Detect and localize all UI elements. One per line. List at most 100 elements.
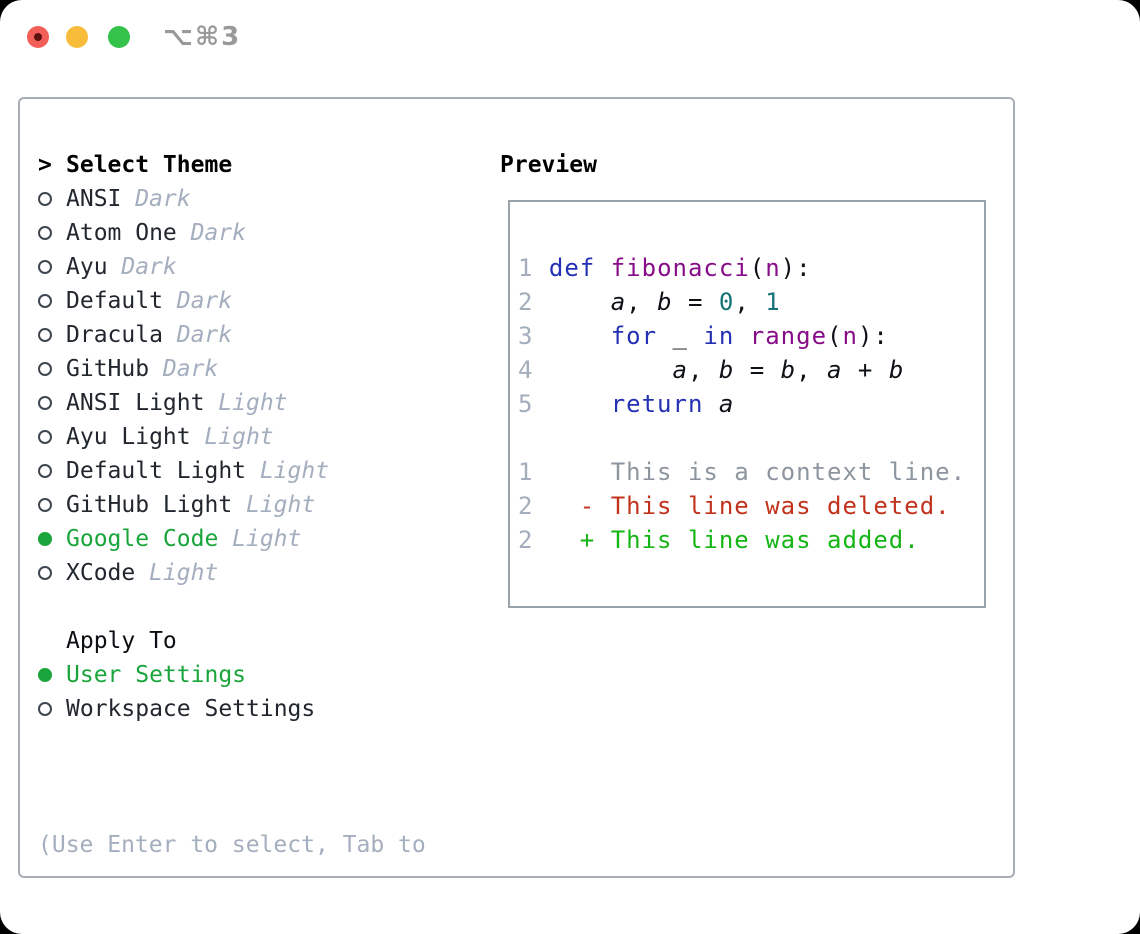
theme-name: Dracula	[66, 322, 163, 348]
select-theme-heading: Select Theme	[66, 152, 233, 178]
code-token	[549, 390, 611, 418]
code-token: b	[657, 288, 673, 316]
theme-variant-tag: Dark	[176, 288, 233, 314]
theme-name: Ayu Light	[66, 424, 191, 450]
diff-line: 2 + This line was added.	[518, 523, 984, 557]
code-token: b	[780, 356, 797, 384]
line-number: 1	[518, 458, 549, 486]
spacer	[38, 726, 426, 760]
code-token: n	[842, 322, 858, 350]
code-token: n	[765, 254, 781, 282]
theme-option[interactable]: Atom One Dark	[38, 216, 426, 250]
code-token	[549, 288, 611, 316]
radio-icon	[38, 362, 52, 376]
apply-to-heading: Apply To	[66, 628, 177, 654]
code-token: (	[827, 322, 843, 350]
theme-name: XCode	[66, 560, 136, 586]
radio-gutter	[38, 658, 66, 692]
radio-selected-icon	[38, 668, 52, 682]
radio-gutter	[38, 216, 66, 250]
code-token: +	[842, 356, 889, 384]
titlebar: ⌥⌘3	[0, 0, 1140, 72]
code-token: a	[672, 356, 688, 384]
radio-gutter	[38, 352, 66, 386]
preview-heading: Preview	[500, 152, 597, 178]
code-token: a	[718, 390, 735, 418]
theme-variant-tag: Dark	[190, 220, 246, 246]
code-token: return	[610, 390, 704, 418]
help-text: (Use Enter to select, Tab to change focu…	[38, 760, 426, 934]
line-number: 2	[518, 492, 549, 520]
close-button[interactable]	[27, 26, 49, 48]
radio-gutter	[38, 318, 66, 352]
code-token	[549, 356, 673, 384]
apply-option[interactable]: User Settings	[38, 658, 426, 692]
radio-selected-icon	[38, 532, 52, 546]
apply-option[interactable]: Workspace Settings	[38, 692, 426, 726]
radio-gutter	[38, 284, 66, 318]
radio-gutter	[38, 692, 66, 726]
line-number: 4	[518, 356, 549, 384]
theme-name: Ayu	[66, 254, 108, 280]
apply-option-label: Workspace Settings	[66, 696, 316, 722]
line-number: 1	[518, 254, 549, 282]
code-token: b	[718, 356, 735, 384]
code-token: =	[672, 288, 719, 316]
theme-option[interactable]: XCode Light	[38, 556, 426, 590]
radio-gutter	[38, 386, 66, 420]
theme-option[interactable]: ANSI Light Light	[38, 386, 426, 420]
theme-variant-tag: Light	[218, 390, 288, 416]
cursor-arrow-icon: >	[38, 152, 52, 178]
radio-icon	[38, 464, 52, 478]
theme-name: Atom One	[66, 220, 177, 246]
select-theme-header-row: > Select Theme	[38, 148, 426, 182]
code-token: ,	[687, 356, 719, 384]
theme-option[interactable]: Ayu Light Light	[38, 420, 426, 454]
theme-option[interactable]: Dracula Dark	[38, 318, 426, 352]
code-token: def	[548, 254, 596, 282]
radio-gutter	[38, 556, 66, 590]
theme-variant-tag: Light	[232, 526, 302, 552]
theme-name: Default	[66, 288, 163, 314]
code-token	[703, 390, 718, 418]
radio-gutter	[38, 454, 66, 488]
unsaved-changes-indicator-icon	[34, 33, 42, 41]
code-token: _	[657, 322, 704, 350]
theme-variant-tag: Light	[245, 492, 316, 518]
theme-name: GitHub	[66, 356, 150, 382]
theme-variant-tag: Light	[204, 424, 274, 450]
line-number: 5	[518, 390, 549, 418]
theme-option[interactable]: Default Dark	[38, 284, 426, 318]
radio-icon	[38, 294, 52, 308]
radio-gutter	[38, 522, 66, 556]
code-token	[595, 254, 610, 282]
theme-variant-tag: Light	[259, 458, 330, 484]
theme-variant-tag: Light	[149, 560, 219, 586]
window-title: ⌥⌘3	[163, 22, 242, 52]
radio-icon	[38, 498, 52, 512]
minimize-button[interactable]	[66, 26, 88, 48]
code-token: - This line was deleted.	[548, 492, 951, 520]
radio-icon	[38, 702, 52, 716]
theme-name: ANSI Light	[66, 390, 205, 416]
radio-icon	[38, 396, 52, 410]
code-line: 2 a, b = 0, 1	[518, 285, 984, 319]
radio-icon	[38, 328, 52, 342]
maximize-button[interactable]	[108, 26, 130, 48]
theme-variant-tag: Dark	[176, 322, 233, 348]
code-token: range	[749, 322, 828, 350]
radio-gutter	[38, 182, 66, 216]
theme-variant-tag: Dark	[135, 186, 191, 212]
code-token: ):	[857, 322, 889, 350]
code-line: 5 return a	[518, 387, 984, 421]
code-token: a	[827, 356, 843, 384]
